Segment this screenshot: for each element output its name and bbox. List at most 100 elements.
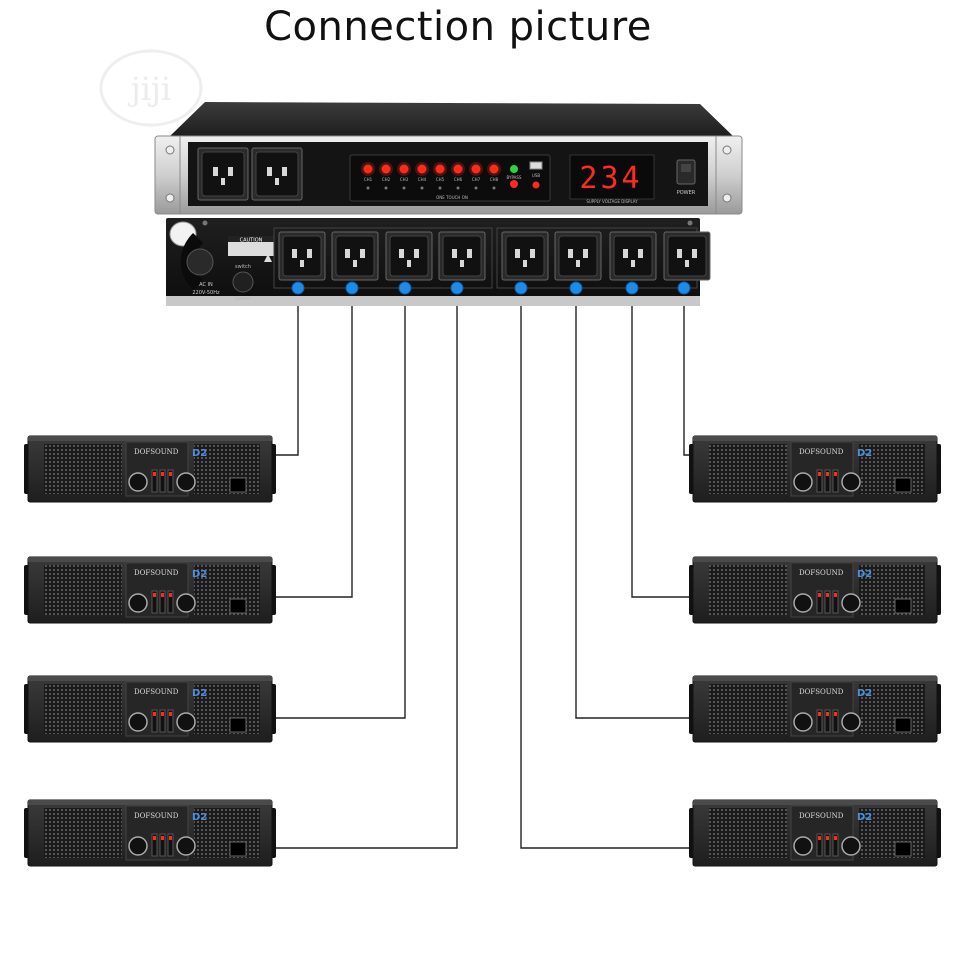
jiji-watermark: jiji <box>99 49 203 127</box>
front-outlet-2 <box>251 147 303 201</box>
socket-pin <box>275 178 279 185</box>
channel-label-5: CH5 <box>436 177 445 182</box>
amp-top-edge <box>693 436 937 441</box>
amp-power-switch[interactable] <box>894 598 912 614</box>
amp-power-switch[interactable] <box>894 477 912 493</box>
socket-pin <box>414 249 419 258</box>
caution-label: CAUTION <box>240 237 263 243</box>
amp-level-meter <box>824 469 831 493</box>
amp-gain-knob-left[interactable] <box>128 593 148 613</box>
amp-grille-left <box>44 444 122 494</box>
amp-grille-left <box>44 684 122 734</box>
amp-gain-knob-right[interactable] <box>841 472 861 492</box>
amp-meter-led <box>161 712 164 716</box>
amp-level-meter <box>832 469 839 493</box>
channel-dot <box>474 186 478 190</box>
amp-gain-knob-left[interactable] <box>128 472 148 492</box>
amp-model: D2 <box>192 569 207 580</box>
diagram-title: Connection picture <box>264 4 652 50</box>
usb-label: USB <box>532 173 540 178</box>
output-connector-6 <box>569 281 583 295</box>
amp-grille-left <box>709 808 787 858</box>
bypass-label: BYPASS <box>507 175 522 180</box>
channel-led-glow <box>415 162 429 176</box>
amp-top-edge <box>693 676 937 681</box>
rear-outlet-7 <box>609 231 657 281</box>
amp-grille-left <box>44 808 122 858</box>
amp-gain-knob-right[interactable] <box>841 836 861 856</box>
amp-top-edge <box>693 557 937 562</box>
amp-gain-knob-left[interactable] <box>128 712 148 732</box>
amp-power-switch[interactable] <box>229 598 247 614</box>
amp-meter-led <box>834 593 837 597</box>
amp-power-switch[interactable] <box>894 841 912 857</box>
amp-model: D2 <box>857 688 872 699</box>
amp-meter-led <box>834 712 837 716</box>
amp-level-meter <box>832 709 839 733</box>
cable-7 <box>631 292 693 598</box>
amp-gain-knob-right[interactable] <box>176 836 196 856</box>
amp-meter-led <box>153 472 156 476</box>
amp-gain-knob-right[interactable] <box>176 472 196 492</box>
amp-level-meter <box>824 833 831 857</box>
amp-gain-knob-right[interactable] <box>176 593 196 613</box>
channel-dot <box>492 186 496 190</box>
output-connector-2 <box>345 281 359 295</box>
socket-pin <box>631 260 635 267</box>
amp-grille-right <box>859 565 925 615</box>
amp-top-edge <box>28 436 272 441</box>
socket-face <box>442 235 482 277</box>
amp-gain-knob-right[interactable] <box>841 712 861 732</box>
rear-power-label: power <box>235 296 251 302</box>
amp-power-switch[interactable] <box>229 841 247 857</box>
amp-power-switch[interactable] <box>229 477 247 493</box>
amp-gain-knob-right[interactable] <box>841 593 861 613</box>
amp-meter-led <box>169 593 172 597</box>
amp-meter-led <box>153 593 156 597</box>
output-connector-3 <box>398 281 412 295</box>
socket-face <box>201 151 245 197</box>
amp-meter-led <box>161 472 164 476</box>
amp-power-switch[interactable] <box>894 717 912 733</box>
channel-dot <box>420 186 424 190</box>
amp-meter-led <box>153 836 156 840</box>
channel-led-glow <box>361 162 375 176</box>
amp-grille-right <box>859 444 925 494</box>
amp-level-meter <box>824 590 831 614</box>
channel-led-7 <box>471 164 481 174</box>
channel-dot <box>402 186 406 190</box>
amp-grille-left <box>44 565 122 615</box>
socket-face <box>255 151 299 197</box>
amp-meter-led <box>826 472 829 476</box>
voltage-display: 234 <box>579 161 642 196</box>
amp-model: D2 <box>857 569 872 580</box>
socket-face <box>558 235 598 277</box>
amp-brand: DOFSOUND <box>799 569 844 577</box>
channel-dot <box>366 186 370 190</box>
amp-level-meter <box>832 833 839 857</box>
amp-grille-left <box>709 684 787 734</box>
bypass-button[interactable] <box>510 180 518 188</box>
amp-gain-knob-left[interactable] <box>128 836 148 856</box>
voltage-display-bezel <box>569 154 655 200</box>
usb-port[interactable] <box>529 161 543 170</box>
channel-label-7: CH7 <box>472 177 481 182</box>
led-strip-panel <box>349 154 551 202</box>
rear-power-knob[interactable] <box>232 271 254 293</box>
channel-label-3: CH3 <box>400 177 409 182</box>
socket-pin <box>452 249 457 258</box>
amp-gain-knob-left[interactable] <box>793 712 813 732</box>
amp-gain-knob-left[interactable] <box>793 593 813 613</box>
socket-face <box>613 235 653 277</box>
socket-face <box>389 235 429 277</box>
amp-gain-knob-left[interactable] <box>793 836 813 856</box>
amp-gain-knob-right[interactable] <box>176 712 196 732</box>
amp-brand: DOFSOUND <box>134 569 179 577</box>
channel-led-8 <box>489 164 499 174</box>
amp-power-switch[interactable] <box>229 717 247 733</box>
cable-3 <box>275 292 406 719</box>
amp-model: D2 <box>192 812 207 823</box>
amp-gain-knob-left[interactable] <box>793 472 813 492</box>
